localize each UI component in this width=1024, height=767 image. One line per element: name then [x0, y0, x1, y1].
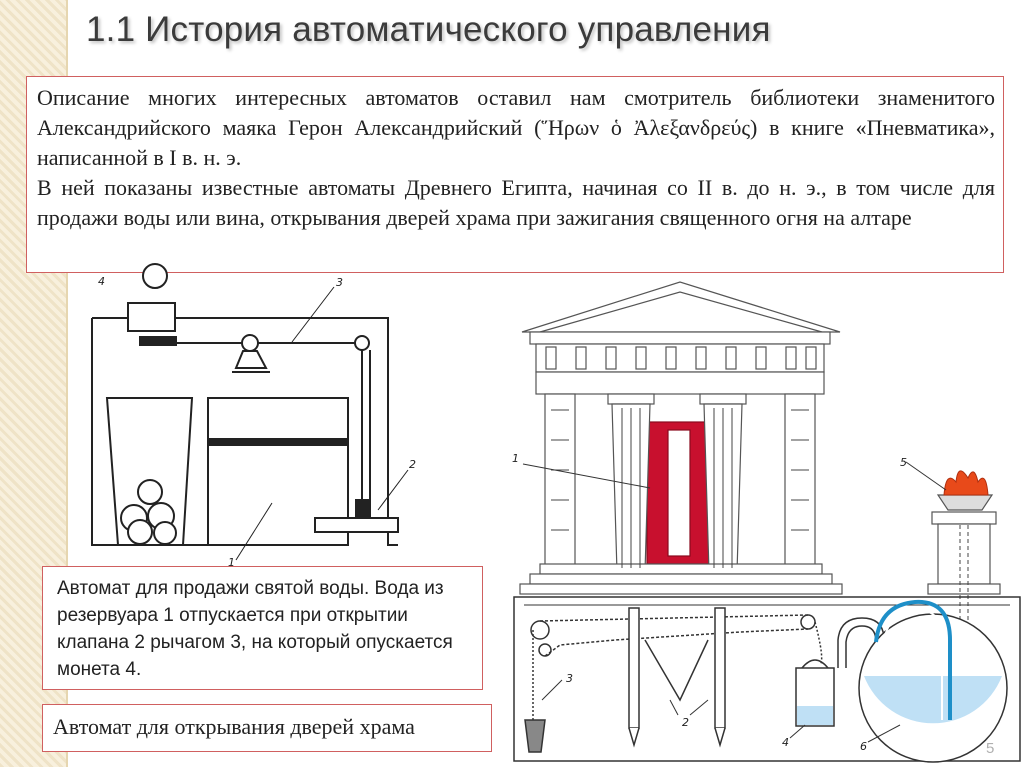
page-title: 1.1 История автоматического управления	[86, 10, 771, 49]
intro-text-box: Описание многих интересных автоматов ост…	[26, 76, 1004, 273]
temple-label-6: 6	[860, 740, 867, 753]
vending-label-2: 2	[409, 458, 416, 471]
temple-label-5: 5	[900, 456, 907, 469]
temple-label-2: 2	[682, 716, 689, 729]
temple-label-4: 4	[782, 736, 789, 749]
page-number: 5	[986, 740, 995, 757]
temple-caption: Автомат для открывания дверей храма	[42, 704, 492, 752]
vending-label-3: 3	[336, 276, 343, 289]
temple-label-3: 3	[566, 672, 573, 685]
vending-label-4: 4	[98, 275, 105, 288]
temple-label-1: 1	[512, 452, 519, 465]
vending-caption: Автомат для продажи святой воды. Вода из…	[42, 566, 483, 690]
stripe-edge	[66, 0, 68, 767]
vending-label-1: 1	[228, 556, 235, 569]
intro-paragraph-2: В ней показаны известные автоматы Древне…	[37, 175, 995, 230]
intro-paragraph-1: Описание многих интересных автоматов ост…	[37, 85, 995, 170]
